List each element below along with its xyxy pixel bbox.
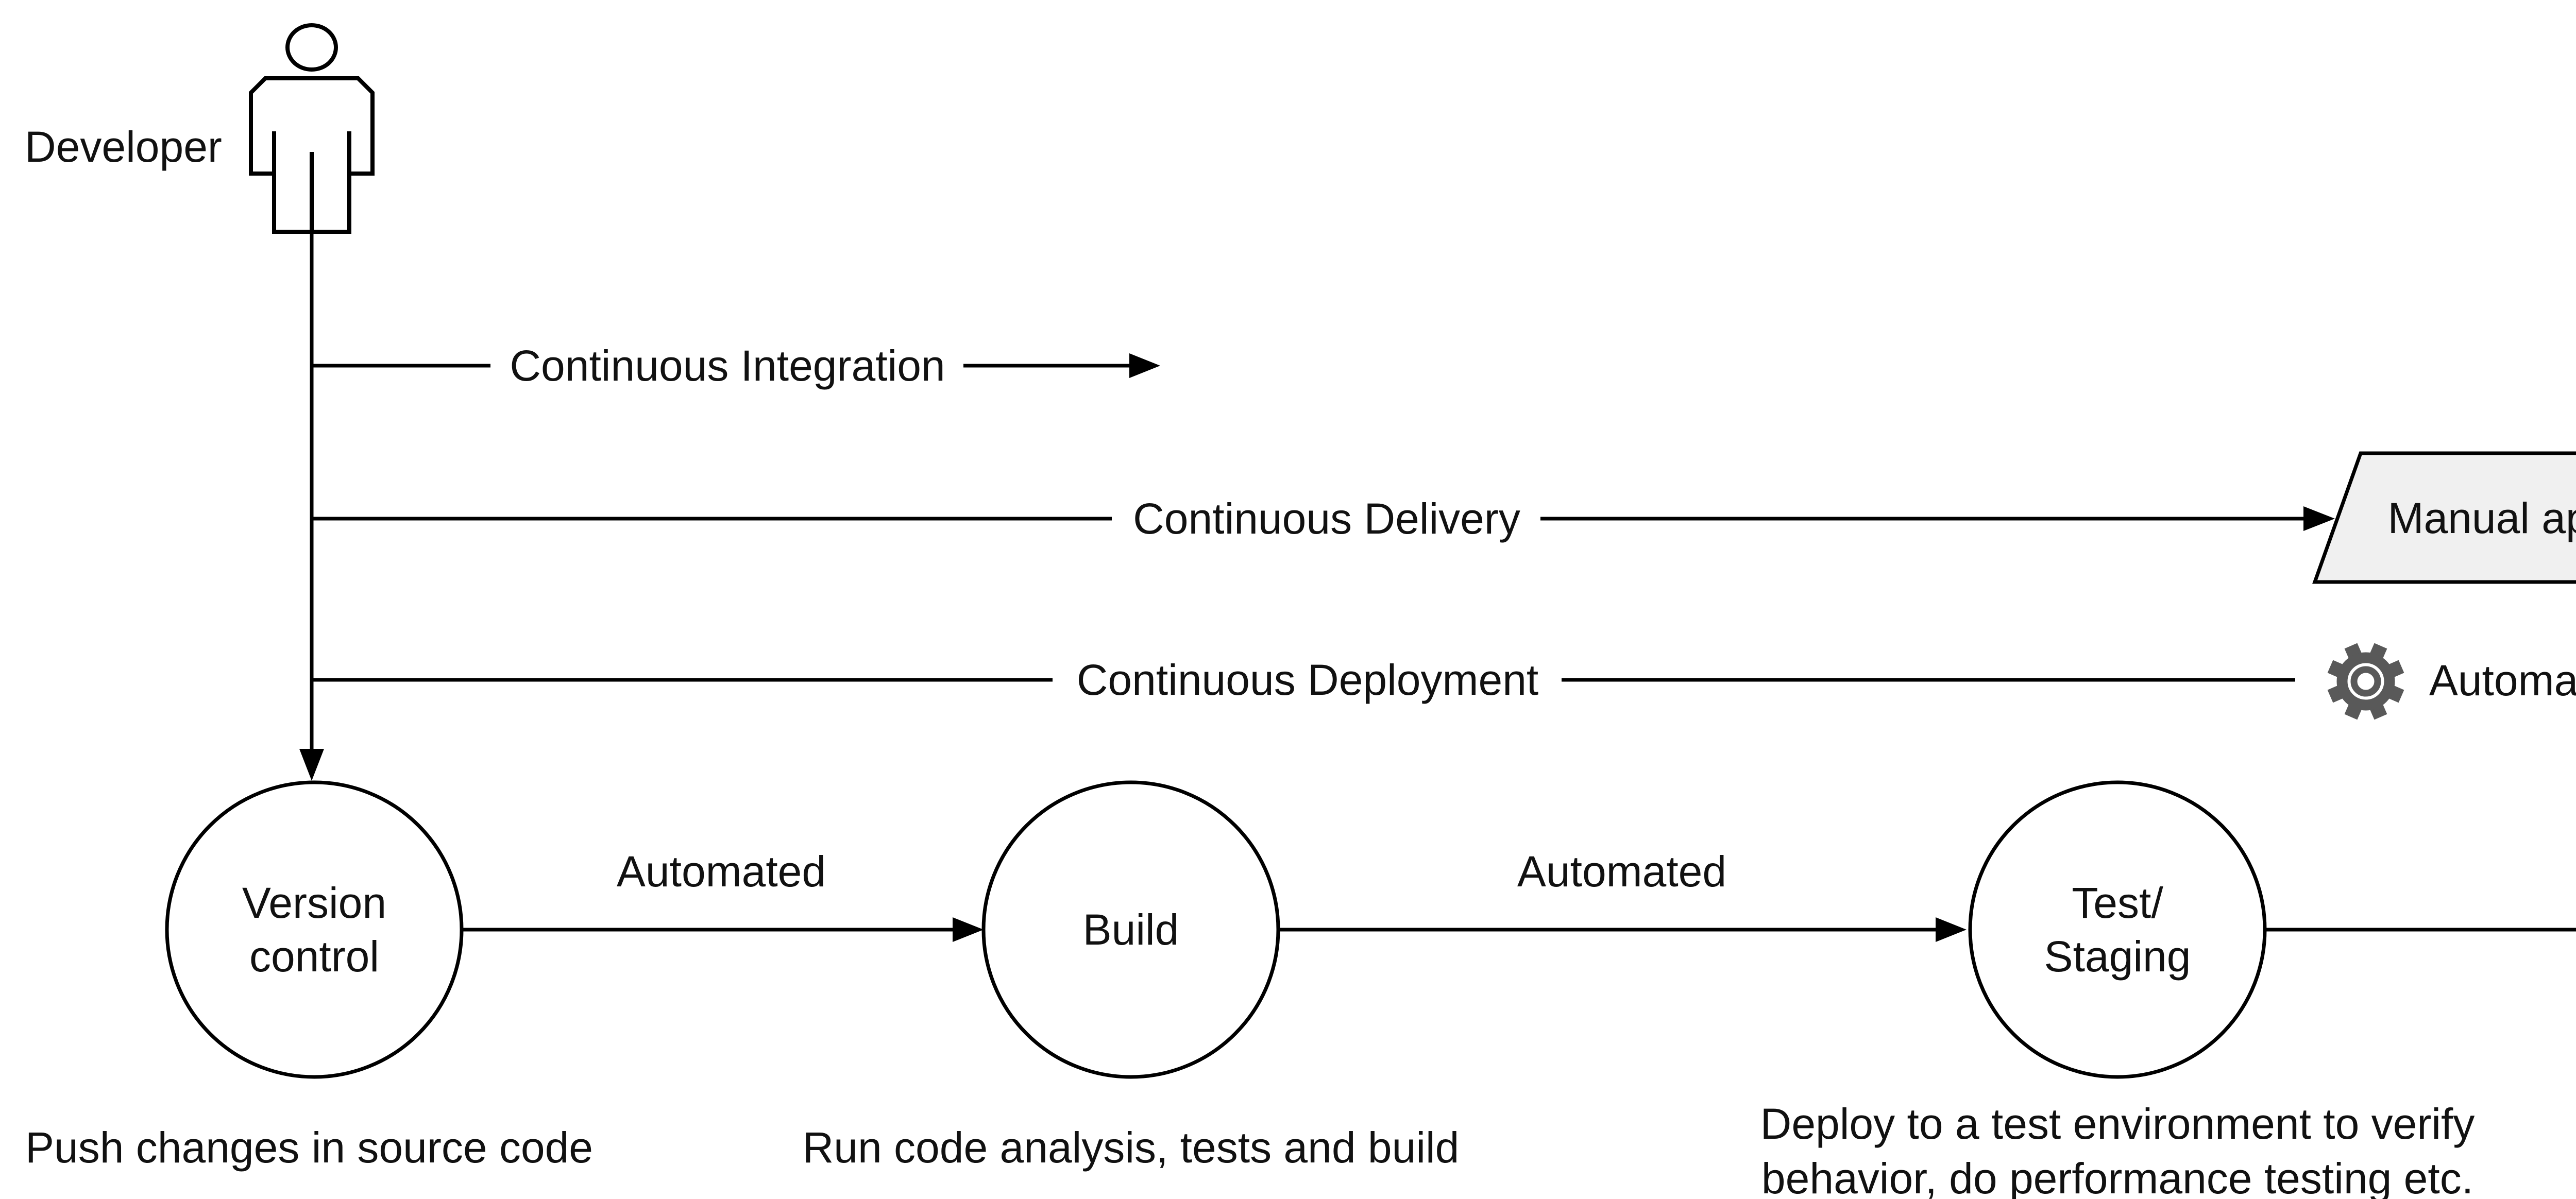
- caption-test-line1: Deploy to a test environment to verify: [1760, 1100, 2475, 1148]
- stage-name-control: control: [249, 932, 379, 981]
- diagram-text: Developer Continuous Integration Continu…: [25, 123, 2576, 1199]
- cd-label-mask: [1112, 485, 1540, 552]
- cdep-label-mask: [1053, 646, 1562, 713]
- automatic-deploy-label: Automatic deploy: [2429, 656, 2576, 705]
- stage-name-staging: Staging: [2044, 932, 2191, 981]
- manual-approval-node: [2312, 451, 2576, 584]
- stage-name-build: Build: [1083, 905, 1179, 954]
- gear-body: [2336, 652, 2395, 711]
- developer-label: Developer: [25, 123, 222, 171]
- ci-label-mask: [490, 332, 963, 399]
- stage-name-version: Version: [242, 879, 386, 927]
- actor-head: [285, 23, 338, 72]
- caption-version-control: Push changes in source code: [25, 1123, 593, 1172]
- arrowhead-into-build: [953, 917, 984, 942]
- actor-body: [249, 76, 375, 234]
- automated-label-2: Automated: [1517, 847, 1726, 896]
- arrowhead-into-test-staging: [1936, 917, 1967, 942]
- caption-test-line2: behavior, do performance testing etc.: [1761, 1154, 2473, 1199]
- cdep-label: Continuous Deployment: [1077, 656, 1539, 704]
- manual-approval-label: Manual approval: [2387, 494, 2576, 542]
- stage-circle-test-staging: [1968, 780, 2267, 1079]
- stage-name-test: Test/: [2072, 879, 2163, 927]
- cd-label: Continuous Delivery: [1133, 494, 1520, 543]
- arrowhead-into-manual-approval: [2303, 506, 2335, 531]
- arrowheads: [299, 353, 2335, 942]
- gear-icon: [2327, 643, 2404, 720]
- stage-circle-build: [981, 780, 1280, 1079]
- stage-circle-version-control: [165, 780, 464, 1079]
- stage-nodes: [165, 780, 2267, 1079]
- label-masks: [490, 332, 1562, 713]
- ci-label: Continuous Integration: [510, 341, 945, 390]
- gear-hub: [2350, 666, 2381, 697]
- automated-label-1: Automated: [617, 847, 826, 896]
- arrowhead-developer-to-version-control: [299, 749, 324, 781]
- person-actor-icon: [249, 23, 375, 234]
- caption-build: Run code analysis, tests and build: [803, 1123, 1460, 1172]
- arrowhead-ci-end: [1129, 353, 1160, 378]
